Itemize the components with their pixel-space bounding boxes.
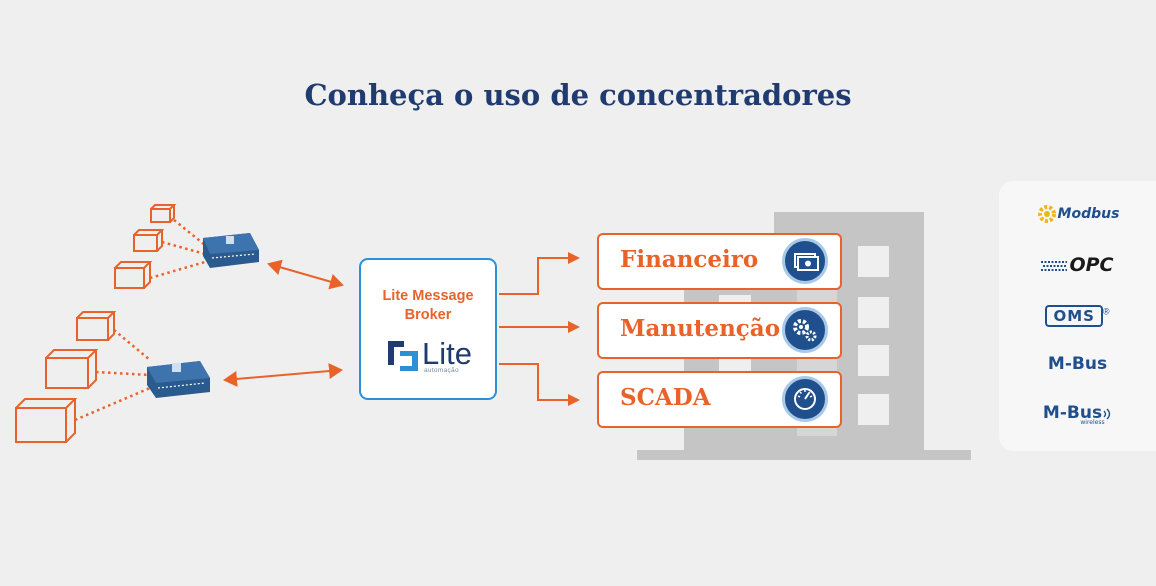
mbus-logo: M-Bus <box>1047 354 1108 374</box>
meter-box <box>76 311 117 341</box>
device-to-broker-arrows <box>223 259 344 387</box>
meter-box <box>133 229 165 252</box>
wireless-icon <box>1103 408 1111 420</box>
meter-group-2 <box>15 311 117 443</box>
message-broker-box: Lite Message Broker Lite automação <box>359 258 497 400</box>
meter-group-1 <box>114 204 177 289</box>
lite-logo-sub: automação <box>424 367 459 374</box>
opc-pattern-icon <box>1041 260 1068 271</box>
concentrator-device-1 <box>203 233 259 268</box>
meter-box <box>114 261 153 289</box>
broker-label: Lite Message Broker <box>382 288 474 323</box>
lite-logo-mark-icon <box>388 341 418 371</box>
dotted-connectors <box>74 219 206 422</box>
concentrator-device-2 <box>147 361 210 398</box>
mbus-wireless-logo: M-Bus wireless <box>999 403 1156 426</box>
opc-logo: OPC <box>999 254 1156 276</box>
destination-financeiro: Financeiro <box>597 233 842 290</box>
protocols-panel: Modbus OPC OMS® M-Bus M-Bus wireless <box>999 181 1156 451</box>
lite-logo-word: Lite <box>422 336 472 371</box>
gauge-icon <box>782 376 828 422</box>
page-title: Conheça o uso de concentradores <box>304 78 852 112</box>
meter-box <box>45 349 99 389</box>
oms-logo: OMS® <box>999 305 1156 327</box>
meter-box <box>150 204 177 223</box>
meter-box <box>15 398 78 443</box>
modbus-logo: Modbus <box>999 203 1156 225</box>
destination-scada: SCADA <box>597 371 842 428</box>
lite-logo: Lite automação <box>386 336 474 375</box>
modbus-gear-icon <box>1037 205 1056 223</box>
destination-label: Manutenção <box>620 315 781 342</box>
destination-manutencao: Manutenção <box>597 302 842 359</box>
money-icon <box>782 238 828 284</box>
destination-label: SCADA <box>620 384 711 411</box>
broker-to-destination-arrows <box>499 252 580 406</box>
gears-icon <box>782 307 828 353</box>
destination-label: Financeiro <box>620 246 759 273</box>
